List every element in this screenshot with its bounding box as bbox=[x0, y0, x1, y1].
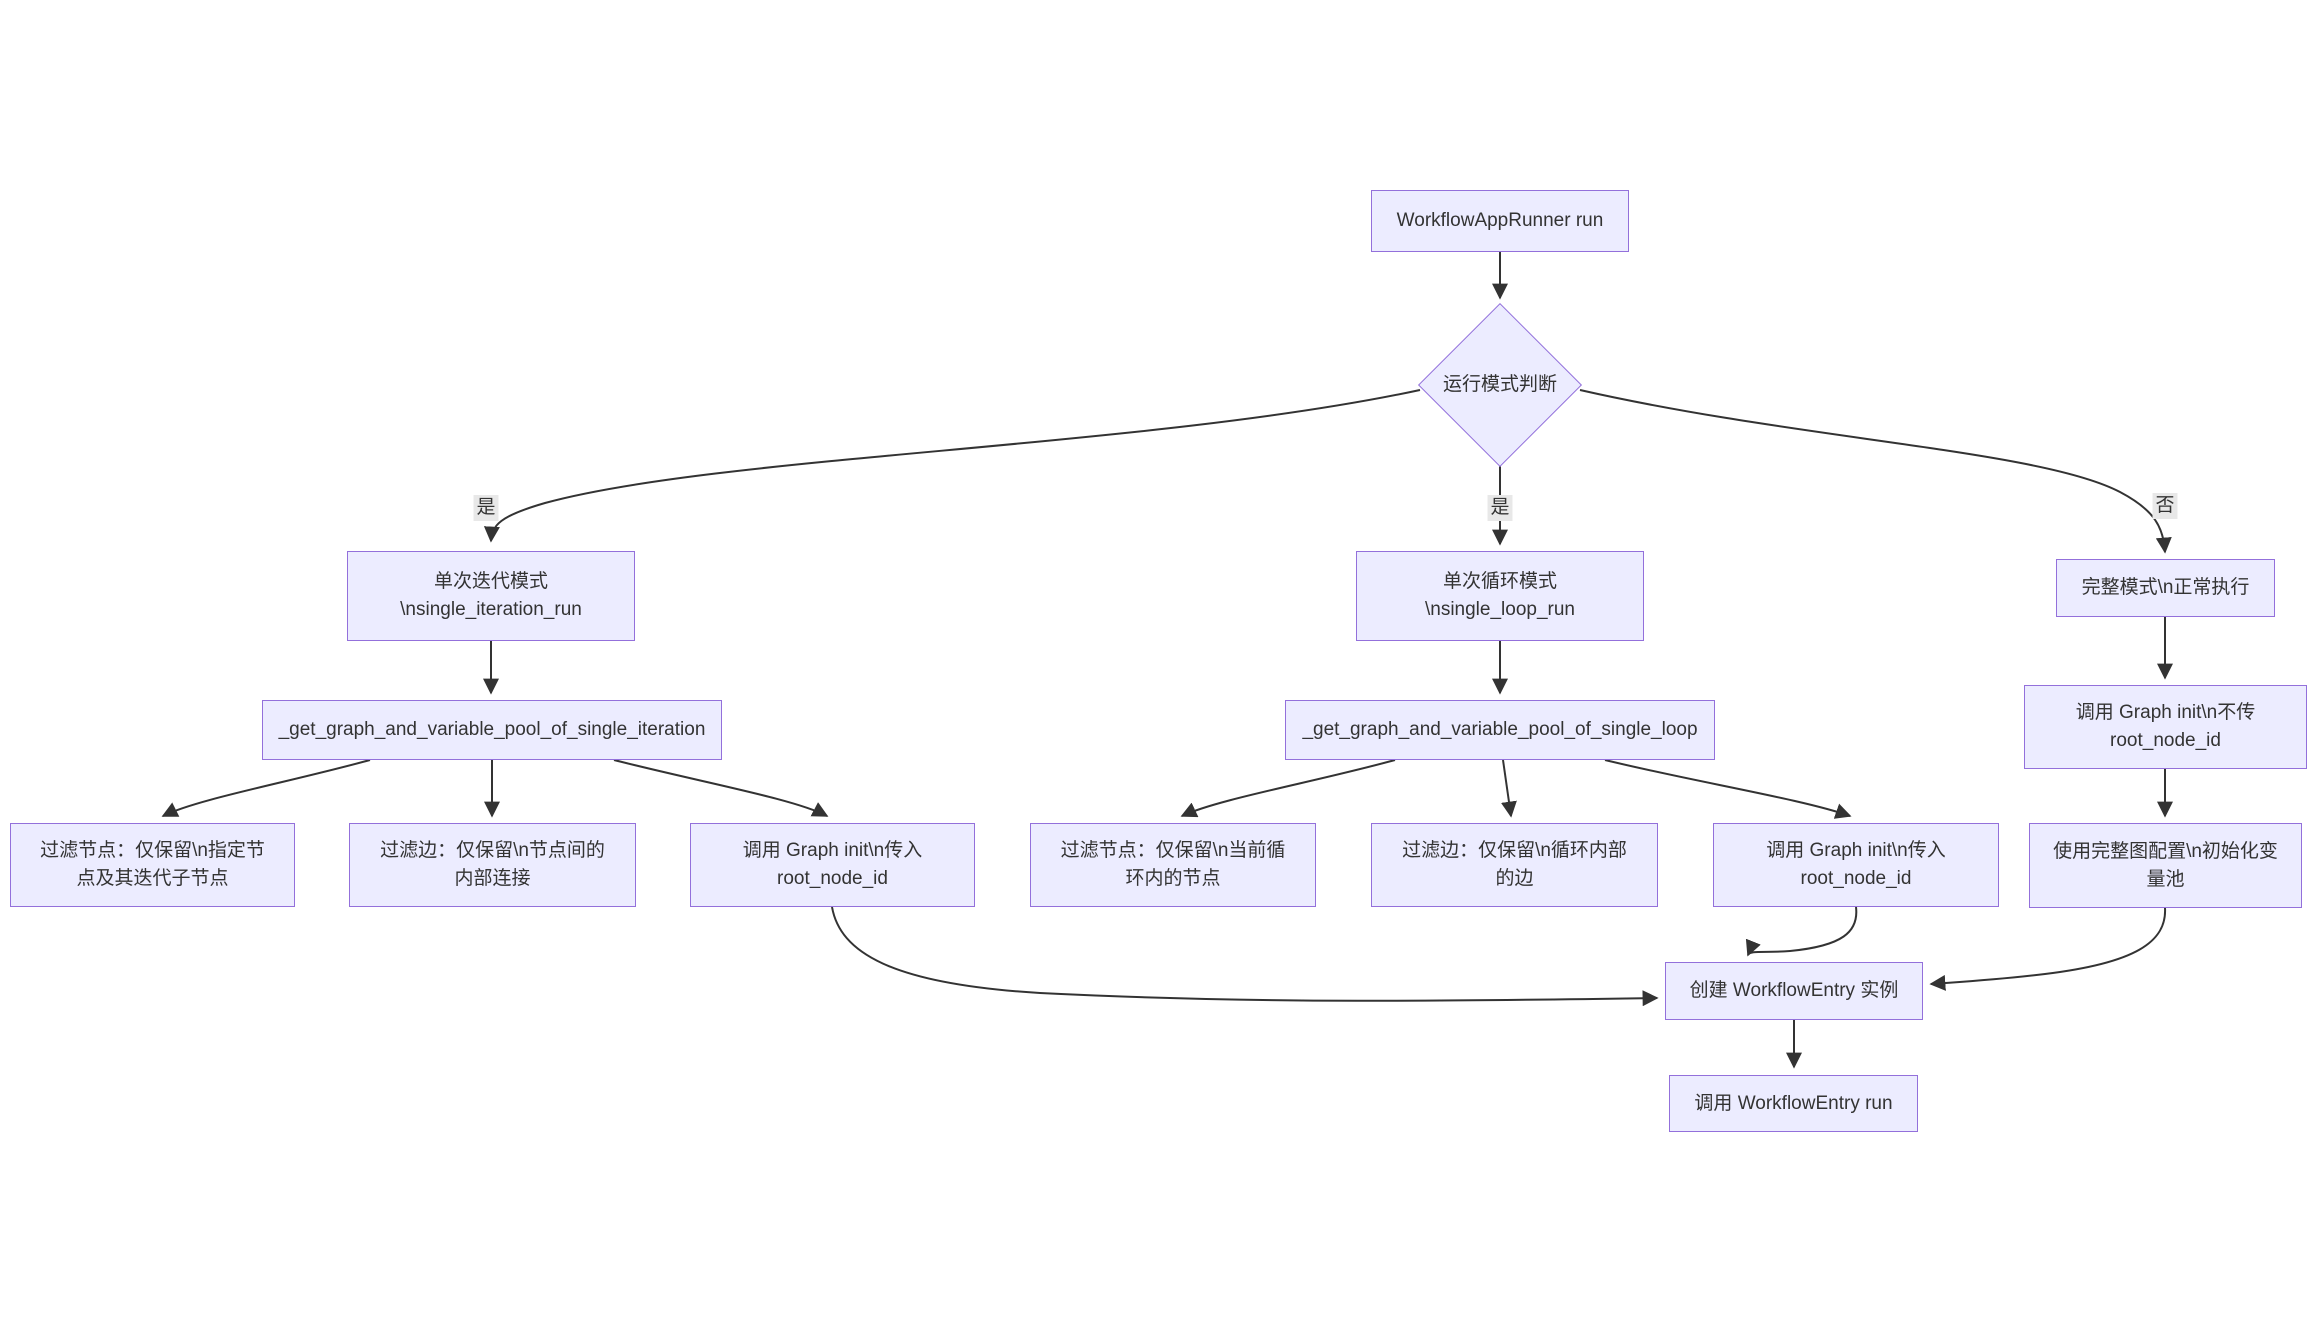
edge-graph-init-loop-to-create-entry bbox=[1745, 906, 1858, 957]
node-label: WorkflowAppRunner run bbox=[1396, 210, 1604, 231]
node-label: 运行模式判断 bbox=[1442, 374, 1557, 395]
node-full-mode: 完整模式\n正常执行 bbox=[2056, 559, 2275, 617]
node-label: root_node_id bbox=[2110, 730, 2221, 751]
node-graph-init-with-root-node-id-loop: 调用 Graph init\n传入 root_node_id bbox=[1713, 823, 1999, 907]
edge-get-graph-loop-to-filter-edges bbox=[1501, 759, 1517, 818]
node-label: root_node_id bbox=[777, 868, 888, 889]
edge-init-var-pool-to-create-entry bbox=[1929, 907, 2167, 991]
node-label: 过滤节点：仅保留\n当前循 bbox=[1060, 840, 1286, 861]
edge-label-no-full: 否 bbox=[2152, 493, 2178, 519]
edge-decision-to-iter-mode bbox=[483, 389, 1421, 543]
node-filter-nodes-iteration: 过滤节点：仅保留\n指定节 点及其迭代子节点 bbox=[10, 823, 295, 907]
node-label: 过滤节点：仅保留\n指定节 bbox=[40, 840, 265, 861]
edge-get-graph-loop-to-filter-nodes bbox=[1180, 759, 1396, 818]
node-get-graph-and-variable-pool-of-single-iteration: _get_graph_and_variable_pool_of_single_i… bbox=[262, 700, 722, 760]
node-filter-nodes-loop: 过滤节点：仅保留\n当前循 环内的节点 bbox=[1030, 823, 1316, 907]
node-label: 调用 Graph init\n传入 bbox=[1766, 840, 1946, 861]
node-filter-edges-iteration: 过滤边：仅保留\n节点间的 内部连接 bbox=[349, 823, 636, 907]
node-graph-init-without-root-node-id: 调用 Graph init\n不传 root_node_id bbox=[2024, 685, 2307, 769]
node-create-workflow-entry: 创建 WorkflowEntry 实例 bbox=[1665, 962, 1923, 1020]
node-decision-run-mode: 运行模式判断 bbox=[1390, 371, 1610, 399]
node-label: 调用 Graph init\n传入 bbox=[742, 840, 923, 861]
edge-get-graph-loop-to-graph-init bbox=[1604, 759, 1852, 819]
node-label: 单次循环模式 bbox=[1442, 571, 1557, 592]
node-run-workflow-entry: 调用 WorkflowEntry run bbox=[1669, 1075, 1918, 1132]
edge-label-yes-iteration: 是 bbox=[473, 495, 499, 521]
node-label: \nsingle_iteration_run bbox=[400, 599, 582, 620]
node-label: 调用 WorkflowEntry run bbox=[1694, 1092, 1893, 1114]
node-workflow-app-runner-run: WorkflowAppRunner run bbox=[1371, 190, 1629, 252]
node-graph-init-with-root-node-id-iteration: 调用 Graph init\n传入 root_node_id bbox=[690, 823, 975, 907]
node-filter-edges-loop: 过滤边：仅保留\n循环内部 的边 bbox=[1371, 823, 1658, 907]
node-label: 完整模式\n正常执行 bbox=[2081, 577, 2250, 598]
node-label: 过滤边：仅保留\n节点间的 bbox=[380, 840, 605, 861]
node-label: 的边 bbox=[1495, 868, 1534, 889]
node-label: 点及其迭代子节点 bbox=[76, 868, 229, 889]
node-label: _get_graph_and_variable_pool_of_single_l… bbox=[1302, 719, 1698, 740]
node-single-loop-mode: 单次循环模式 \nsingle_loop_run bbox=[1356, 551, 1644, 641]
edge-decision-to-full-mode bbox=[1579, 389, 2172, 554]
node-label: 环内的节点 bbox=[1125, 868, 1221, 889]
node-label: 使用完整图配置\n初始化变 bbox=[2053, 840, 2278, 862]
node-label: \nsingle_loop_run bbox=[1424, 599, 1575, 620]
edge-label-yes-loop: 是 bbox=[1487, 495, 1513, 521]
node-single-iteration-mode: 单次迭代模式 \nsingle_iteration_run bbox=[347, 551, 635, 641]
node-label: 内部连接 bbox=[454, 868, 531, 889]
node-label: 单次迭代模式 bbox=[433, 571, 548, 592]
node-label: 量池 bbox=[2146, 868, 2185, 890]
node-get-graph-and-variable-pool-of-single-loop: _get_graph_and_variable_pool_of_single_l… bbox=[1285, 700, 1715, 760]
node-label: 创建 WorkflowEntry 实例 bbox=[1689, 980, 1899, 1001]
edge-get-graph-iteration-to-graph-init bbox=[613, 759, 829, 817]
node-label: _get_graph_and_variable_pool_of_single_i… bbox=[278, 719, 706, 740]
node-label: root_node_id bbox=[1800, 868, 1912, 889]
edge-graph-init-iteration-to-create-entry bbox=[831, 906, 1659, 1007]
node-label: 过滤边：仅保留\n循环内部 bbox=[1402, 840, 1627, 861]
node-label: 调用 Graph init\n不传 bbox=[2075, 702, 2256, 723]
edge-get-graph-iteration-to-filter-nodes bbox=[161, 759, 371, 817]
node-init-variable-pool-full-graph: 使用完整图配置\n初始化变 量池 bbox=[2029, 823, 2302, 908]
